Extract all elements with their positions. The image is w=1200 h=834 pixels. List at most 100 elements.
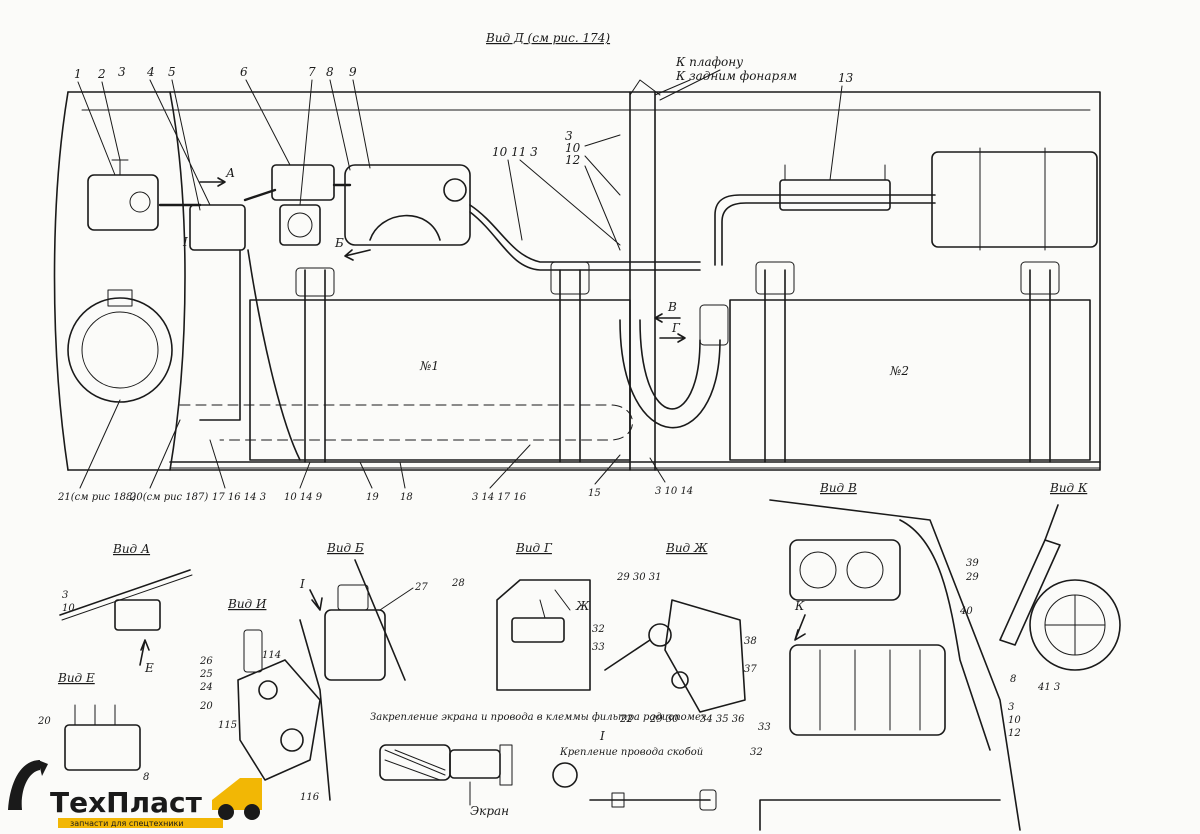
svg-text:15: 15 [588,488,601,499]
component-9-cap [443,178,467,202]
left-connector [107,289,133,307]
vid-a-surface [59,569,191,616]
component-9-dome [369,214,441,241]
vid-v-base [759,799,1001,831]
svg-text:7: 7 [308,65,316,79]
conduit-top [629,79,661,96]
sub-view-i: Вид И 26 25 24 20 114 115 116 23 [199,597,331,803]
vid-v-pipe [899,519,991,751]
component-13-strip [779,179,891,211]
brand-name: ТехПласт [50,786,203,819]
component-1-terminal [129,191,151,213]
vid-v-wall [769,499,1021,831]
svg-text:3: 3 [1008,702,1014,713]
vid-g-title: Вид Г [515,541,553,555]
sub-view-v: Вид В К 39 29 38 37 33 32 3 10 12 [744,481,1021,831]
svg-text:3: 3 [62,590,68,601]
vid-g-frame [496,579,591,691]
component-7-terminal [287,212,313,238]
svg-text:3: 3 [565,129,573,143]
svg-text:19: 19 [366,492,379,503]
harness-down-left [199,249,241,421]
component-1-box [87,174,159,231]
svg-text:27: 27 [414,582,428,593]
vid-g-arrow-letter: Ж [575,599,590,613]
svg-text:33: 33 [592,642,605,653]
u-pipe-clamp [699,304,729,346]
right-box-straps [979,147,1046,251]
svg-text:6: 6 [240,65,248,79]
svg-text:21(см рис 188): 21(см рис 188) [57,492,136,503]
label-to-ceiling-light: К плафону [675,55,743,69]
svg-text:3: 3 [118,65,126,79]
harness-main-2 [469,211,701,271]
vid-b-wall [354,559,406,681]
svg-text:114: 114 [262,650,281,661]
left-flange-inner [81,311,159,389]
vid-b-arrow-letter: I [299,577,305,591]
harness-main-1 [469,204,701,263]
svg-text:10: 10 [565,141,581,155]
vid-v-arrow-letter: К [794,599,805,613]
tank-1 [249,299,631,461]
sub-view-b: Вид Б I 27 [299,541,428,681]
svg-text:33: 33 [758,722,771,733]
brand-loader-body [212,778,262,810]
component-4-regulator [189,204,246,251]
svg-text:24: 24 [199,682,213,693]
wire-clamp-detail: I Крепление провода скобой [552,729,717,811]
label-to-rear-lights: К задним фонарям [675,69,797,83]
vid-b-filter [324,609,386,681]
svg-text:29 30: 29 30 [649,714,679,725]
svg-text:37: 37 [744,664,757,675]
svg-text:20: 20 [199,701,213,712]
vid-i-body [237,659,321,781]
vid-i-wall [299,619,331,801]
right-box [931,151,1098,248]
vid-zh-plate [664,599,746,713]
svg-text:8: 8 [326,65,334,79]
svg-text:26: 26 [199,656,213,667]
wire-clamp-roman: I [599,729,605,743]
left-wall-inner [169,91,186,471]
svg-text:116: 116 [300,792,320,803]
vid-a-arrow [139,639,150,666]
vid-e-title: Вид Е [57,671,95,685]
vid-k-bracket [999,539,1061,646]
arrow-a-letter: А [225,166,235,180]
svg-text:8: 8 [1010,674,1016,685]
sub-view-zh: Вид Ж 29 30 31 22 29 30 34 35 36 [604,541,746,725]
svg-text:10 11 3: 10 11 3 [492,145,538,159]
sub-view-a: Вид А Е 3 10 [59,542,193,675]
svg-text:5: 5 [168,65,176,79]
svg-text:41 3: 41 3 [1037,682,1060,693]
sub-view-e: Вид Е 20 8 [37,671,149,783]
svg-text:40: 40 [959,606,973,617]
left-wall [53,91,69,471]
body-frame [67,91,1101,471]
brand-logo: ТехПласт запчасти для спецтехники [8,760,262,828]
svg-text:10: 10 [1008,715,1021,726]
vid-v-lamp-housing [789,539,901,601]
tank-straps [295,261,1060,463]
harness-right-up-2 [721,202,936,266]
svg-text:39: 39 [966,558,979,569]
vid-k-title: Вид К [1049,481,1088,495]
svg-text:32: 32 [592,624,605,635]
vid-a-title: Вид А [112,542,150,556]
arrow-b-letter: Б [334,236,344,250]
svg-text:20(см рис 187): 20(см рис 187) [129,492,208,503]
arrow-i-letter: I [182,235,188,249]
svg-text:3 10 14: 3 10 14 [655,486,693,497]
vid-g-block [511,617,565,643]
svg-text:8: 8 [143,772,149,783]
harness-right-up [714,194,936,266]
svg-text:4: 4 [146,65,155,79]
component-9-housing [344,164,471,246]
note-wire-clamp: Крепление провода скобой [559,747,703,758]
svg-text:20: 20 [37,716,51,727]
svg-text:12: 12 [1008,728,1021,739]
u-pipe [619,319,721,429]
